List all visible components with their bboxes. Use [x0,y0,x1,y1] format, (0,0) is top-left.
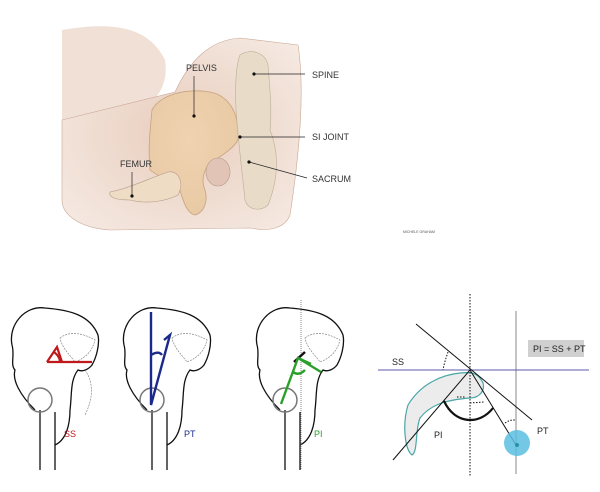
svg-text:SPINE: SPINE [312,70,339,80]
formula-text: PI = SS + PT [533,344,586,354]
femur-bone [109,171,182,203]
anatomy-illustration: PELVIS SPINE SI JOINT SACRUM FEMUR MICHE… [61,26,435,234]
endplate-line [415,323,533,421]
illustrator-credit: MICHELE GRAHAM [403,230,435,234]
ss-arc [442,351,449,371]
panel-pt: PT [122,307,212,470]
pi-arc [443,400,494,422]
label-si-joint: SI JOINT [238,132,350,142]
pi-angle-mark [279,356,322,405]
schematic-pt-label: PT [537,426,549,436]
label-spine: SPINE [252,70,339,80]
pelvis-outline [10,307,100,470]
schematic-ss-label: SS [392,357,404,367]
label-femur: FEMUR [120,159,152,198]
ss-label: SS [64,429,76,439]
sacrum-outline [404,371,485,456]
svg-text:PELVIS: PELVIS [186,63,217,73]
panel-pi: PI [255,300,345,470]
svg-text:SI JOINT: SI JOINT [312,132,350,142]
pelvis-outline [255,307,345,470]
label-sacrum: SACRUM [247,160,351,184]
perpendicular-line [469,369,517,446]
thigh-silhouette [62,26,166,120]
svg-text:SACRUM: SACRUM [312,174,351,184]
schematic-pi-label: PI [434,430,443,440]
pt-label: PT [184,429,196,439]
spine-bones [235,51,277,210]
obturator-foramen [205,157,231,187]
panel-ss: SS [10,307,100,470]
label-pelvis: PELVIS [186,63,217,118]
pt-angle-mark [149,312,173,406]
pi-label: PI [314,429,323,439]
formula-box [528,340,584,357]
pi-line [392,369,471,461]
svg-text:FEMUR: FEMUR [120,159,152,169]
pi-schematic: PI = SS + PT SS PI PT [378,294,589,476]
ss-angle-mark [46,344,92,364]
pelvis-outline [122,307,212,470]
